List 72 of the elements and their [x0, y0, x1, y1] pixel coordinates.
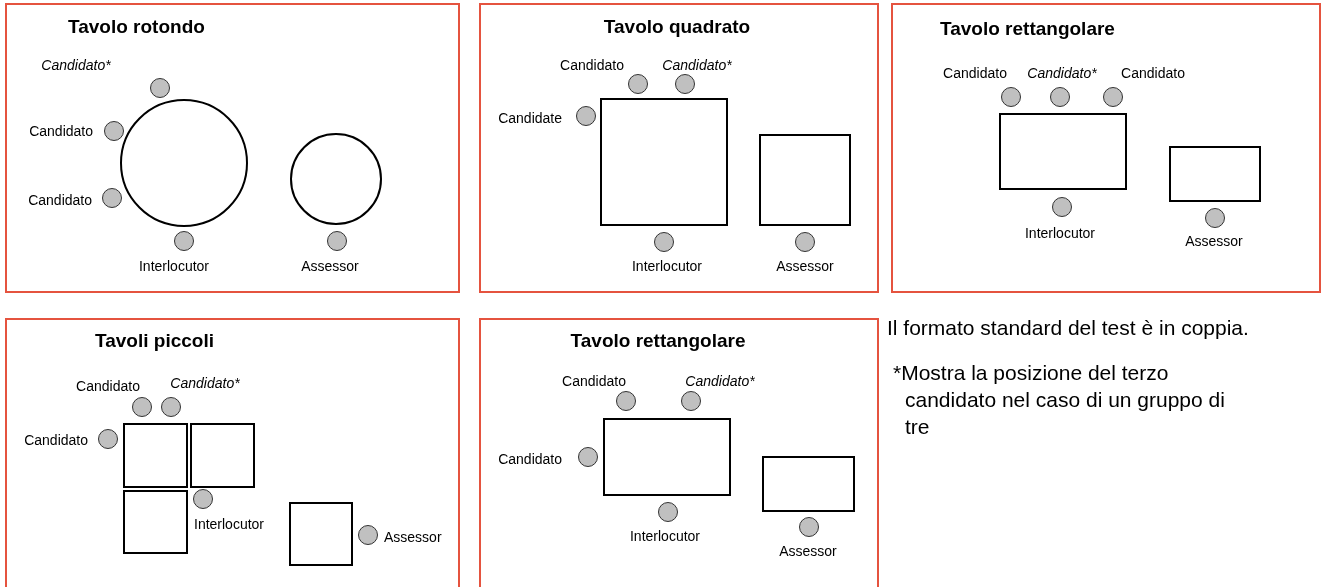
seat-label: Candidato* [170, 375, 240, 391]
panel-title: Tavolo rotondo [68, 16, 205, 38]
seat-icon [174, 231, 194, 251]
table [762, 456, 855, 512]
seat-label: Candidato* [662, 57, 732, 73]
table [999, 113, 1127, 190]
seat-icon [795, 232, 815, 252]
seat-label: Candidato* [685, 373, 755, 389]
seat-label: Candidato [24, 432, 88, 448]
seat-icon [98, 429, 118, 449]
layout-panel [5, 318, 460, 587]
seat-label: Candidato [562, 373, 626, 389]
table [289, 502, 353, 566]
seat-label: Candidato [943, 65, 1007, 81]
note-text: *Mostra la posizione del terzo candidato nel caso di un gruppo di tre [893, 360, 1226, 440]
seat-label: Interlocutor [1025, 225, 1095, 241]
seat-label: Candidato [1121, 65, 1185, 81]
seat-label: Candidato [76, 378, 140, 394]
seat-icon [102, 188, 122, 208]
seat-icon [1050, 87, 1070, 107]
layout-panel [891, 3, 1321, 293]
table [600, 98, 728, 226]
panel-title: Tavolo rettangolare [570, 330, 746, 352]
table [1169, 146, 1261, 202]
seat-icon [799, 517, 819, 537]
seat-label: Assessor [301, 258, 359, 274]
panel-title: Tavolo quadrato [603, 16, 751, 38]
layout-panel [479, 3, 879, 293]
seat-icon [658, 502, 678, 522]
seat-label: Interlocutor [139, 258, 209, 274]
seat-icon [358, 525, 378, 545]
seat-icon [104, 121, 124, 141]
table [190, 423, 255, 488]
seat-label: Candidate [498, 110, 562, 126]
seat-label: Assessor [779, 543, 837, 559]
layout-panel [5, 3, 460, 293]
table [603, 418, 731, 496]
seat-label: Interlocutor [630, 528, 700, 544]
seat-label: Candidato* [41, 57, 111, 73]
seat-label: Assessor [384, 529, 442, 545]
table [123, 423, 188, 488]
seat-icon [150, 78, 170, 98]
seat-icon [1001, 87, 1021, 107]
seat-icon [654, 232, 674, 252]
seat-icon [675, 74, 695, 94]
seat-icon [576, 106, 596, 126]
seat-icon [132, 397, 152, 417]
seat-label: Candidato [28, 192, 92, 208]
seat-label: Interlocutor [194, 516, 265, 532]
seat-label: Candidato* [1027, 65, 1097, 81]
seat-label: Interlocutor [632, 258, 702, 274]
seat-label: Candidato [29, 123, 93, 139]
seat-icon [681, 391, 701, 411]
seat-icon [628, 74, 648, 94]
seat-label: Assessor [1185, 233, 1243, 249]
seat-icon [327, 231, 347, 251]
panel-title: Tavoli piccoli [95, 330, 214, 352]
layout-panel [479, 318, 879, 587]
seat-label: Candidato [560, 57, 624, 73]
panel-title: Tavolo rettangolare [940, 18, 1115, 40]
seat-icon [1052, 197, 1072, 217]
note-text: Il formato standard del test è in coppia. [887, 315, 1250, 341]
table [123, 490, 188, 554]
seat-icon [193, 489, 213, 509]
seat-icon [161, 397, 181, 417]
seat-icon [616, 391, 636, 411]
table [759, 134, 851, 226]
seat-icon [1205, 208, 1225, 228]
seat-label: Assessor [776, 258, 834, 274]
seat-label: Candidato [498, 451, 562, 467]
seat-icon [578, 447, 598, 467]
seat-icon [1103, 87, 1123, 107]
